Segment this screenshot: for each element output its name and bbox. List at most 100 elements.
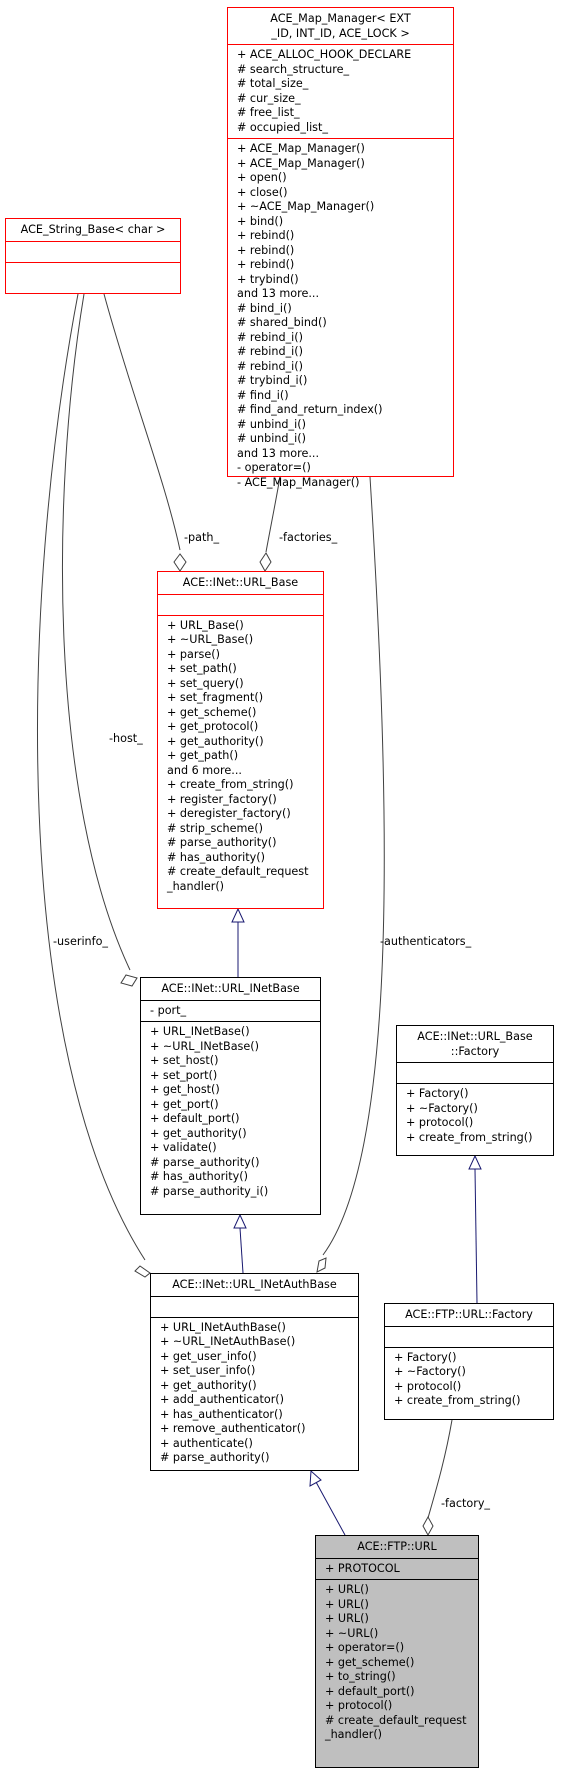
class-method: + get_authority()	[150, 1126, 247, 1140]
class-method: + set_fragment()	[167, 691, 264, 704]
edge-label-host: -host_	[109, 732, 143, 745]
class-method: + URL()	[325, 1583, 369, 1596]
class-method: + deregister_factory()	[167, 807, 291, 820]
class-method: - operator=()	[237, 461, 311, 474]
class-method: + Factory()	[406, 1087, 469, 1100]
class-method: + get_scheme()	[325, 1655, 415, 1669]
edge-label-factories: -factories_	[279, 531, 338, 544]
inheritance-arrow	[233, 1213, 247, 1229]
class-method: + operator=()	[325, 1641, 405, 1654]
class-ace-map-manager[interactable]: ACE_Map_Manager< EXT _ID, INT_ID, ACE_LO…	[227, 7, 454, 489]
class-method: + ~URL_INetBase()	[150, 1039, 260, 1053]
class-method: + URL_Base()	[167, 618, 244, 632]
class-title: ACE::INet::URL_Base	[182, 576, 299, 589]
class-method: + remove_authenticator()	[160, 1422, 306, 1435]
class-ace-ftp-url-factory[interactable]: ACE::FTP::URL::Factory + Factory()+ ~Fac…	[384, 1303, 554, 1420]
class-method: + URL()	[325, 1597, 369, 1611]
class-method: # find_i()	[237, 388, 289, 402]
class-method: + register_factory()	[167, 792, 277, 806]
class-method: + ACE_Map_Manager()	[237, 142, 365, 155]
edge-inherit-ftp-url	[315, 1481, 346, 1536]
class-title: ACE_String_Base< char >	[20, 223, 166, 236]
class-methods	[6, 261, 180, 283]
class-title: ACE::FTP::URL	[357, 1540, 437, 1553]
class-method: + ~URL()	[325, 1626, 379, 1640]
class-methods: + URL_INetAuthBase()+ ~URL_INetAuthBase(…	[151, 1316, 358, 1469]
class-ace-inet-url-base[interactable]: ACE::INet::URL_Base + URL_Base()+ ~URL_B…	[157, 571, 324, 909]
class-attributes: - port_	[141, 999, 320, 1022]
class-ace-inet-url-inetauthbase[interactable]: ACE::INet::URL_INetAuthBase + URL_INetAu…	[150, 1273, 359, 1471]
class-ace-inet-url-inetbase[interactable]: ACE::INet::URL_INetBase - port_ + URL_IN…	[140, 977, 321, 1215]
class-method: + protocol()	[406, 1116, 474, 1129]
class-method: and 13 more...	[237, 287, 320, 300]
class-method: # parse_authority()	[150, 1155, 260, 1169]
class-method: # parse_authority_i()	[150, 1184, 269, 1198]
class-attribute: + PROTOCOL	[325, 1561, 400, 1575]
class-attribute: + ACE_ALLOC_HOOK_DECLARE	[237, 48, 412, 61]
class-method: + rebind()	[237, 243, 295, 257]
inheritance-arrow	[468, 1154, 482, 1170]
class-method: # unbind_i()	[237, 432, 306, 445]
class-method: + set_host()	[150, 1054, 219, 1067]
class-methods: + URL_Base()+ ~URL_Base()+ parse()+ set_…	[158, 614, 323, 898]
class-method: + rebind()	[237, 258, 295, 271]
class-method: # find_and_return_index()	[237, 403, 383, 416]
edge-userinfo	[37, 293, 146, 1261]
class-method: + set_path()	[167, 662, 237, 675]
class-methods: + ACE_Map_Manager()+ ACE_Map_Manager()+ …	[228, 138, 453, 493]
class-methods: + Factory()+ ~Factory()+ protocol()+ cre…	[397, 1083, 553, 1148]
class-method: + create_from_string()	[394, 1394, 521, 1407]
class-attributes	[158, 593, 323, 615]
class-method: # bind_i()	[237, 301, 292, 315]
class-method: + ~Factory()	[406, 1101, 478, 1115]
class-methods: + URL_INetBase()+ ~URL_INetBase()+ set_h…	[141, 1021, 320, 1202]
class-method: + parse()	[167, 647, 220, 661]
class-method: + open()	[237, 171, 287, 184]
class-method: # rebind_i()	[237, 359, 303, 373]
class-attribute: # search_structure_	[237, 62, 350, 76]
inheritance-arrow	[309, 1469, 322, 1487]
class-method: + set_query()	[167, 676, 244, 690]
class-title: ACE_Map_Manager< EXT _ID, INT_ID, ACE_LO…	[270, 12, 411, 40]
class-method: and 6 more...	[167, 763, 242, 777]
aggregation-diamond	[259, 552, 272, 572]
edge-path	[103, 293, 181, 551]
class-method: + ~Factory()	[394, 1365, 466, 1378]
edge-label-path: -path_	[184, 531, 220, 544]
class-ace-ftp-url[interactable]: ACE::FTP::URL + PROTOCOL + URL()+ URL()+…	[315, 1535, 479, 1768]
class-method: + authenticate()	[160, 1436, 253, 1450]
class-method: + URL_INetBase()	[150, 1025, 250, 1038]
class-method: + get_port()	[150, 1097, 219, 1111]
edge-label-factory: -factory_	[441, 1497, 491, 1510]
class-method: + protocol()	[325, 1699, 393, 1712]
class-method: + validate()	[150, 1141, 217, 1154]
class-method: + get_user_info()	[160, 1349, 257, 1363]
class-attribute: # occupied_list_	[237, 120, 328, 134]
class-method: + create_from_string()	[406, 1130, 533, 1144]
class-attribute: # free_list_	[237, 106, 300, 119]
class-method: + set_port()	[150, 1068, 218, 1082]
class-ace-string-base[interactable]: ACE_String_Base< char >	[5, 218, 181, 294]
class-ace-inet-url-base-factory[interactable]: ACE::INet::URL_Base ::Factory + Factory(…	[396, 1025, 554, 1156]
class-attribute: # cur_size_	[237, 91, 301, 105]
class-method: + protocol()	[394, 1379, 462, 1393]
class-title: ACE::INet::URL_INetAuthBase	[172, 1278, 337, 1291]
class-method: + get_authority()	[160, 1378, 257, 1392]
class-attributes	[151, 1295, 358, 1317]
class-methods: + Factory()+ ~Factory()+ protocol()+ cre…	[385, 1346, 553, 1412]
class-method: + rebind()	[237, 229, 295, 242]
class-attributes: + PROTOCOL	[316, 1557, 478, 1580]
class-attributes	[6, 240, 180, 262]
class-method: + create_from_string()	[167, 778, 294, 791]
aggregation-diamond	[120, 974, 138, 987]
class-method: # has_authority()	[167, 850, 266, 864]
class-method: # trybind_i()	[237, 374, 308, 387]
class-method: + has_authenticator()	[160, 1407, 283, 1421]
aggregation-diamond	[134, 1265, 151, 1278]
class-method: # rebind_i()	[237, 345, 303, 358]
aggregation-diamond	[173, 553, 187, 572]
class-method: + close()	[237, 185, 288, 199]
edge-factories	[265, 476, 281, 553]
class-method: + default_port()	[150, 1112, 240, 1125]
class-method: + ~URL_Base()	[167, 633, 254, 646]
